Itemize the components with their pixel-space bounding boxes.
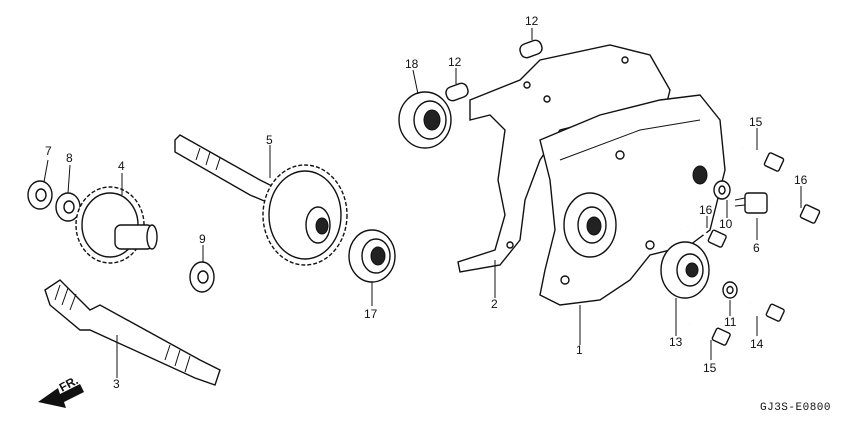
- leader-lines: [43, 28, 802, 378]
- callout-3: 3: [113, 377, 120, 391]
- diagram-code: GJ3S-E0800: [760, 402, 831, 414]
- oil-seal-13: [660, 241, 710, 299]
- washer-8: [55, 192, 81, 222]
- gasket: [457, 44, 671, 273]
- dowel-pin-12-lower: [445, 82, 469, 102]
- bearing-18: [398, 91, 452, 149]
- transmission-cover: [539, 94, 726, 306]
- callout-6: 6: [753, 241, 760, 255]
- callout-11: 11: [724, 315, 737, 329]
- drain-bolt-6: [734, 192, 768, 214]
- callout-16-left: 16: [699, 203, 713, 217]
- front-direction-arrow: FR.: [38, 373, 84, 408]
- callout-4: 4: [118, 159, 125, 173]
- shaft-gear-5: [174, 134, 348, 266]
- washer-7: [27, 180, 53, 210]
- callout-12-lower: 12: [448, 55, 462, 69]
- callout-18: 18: [405, 57, 419, 71]
- callout-17: 17: [364, 307, 378, 321]
- washer-10: [713, 180, 731, 200]
- washer-11: [722, 281, 738, 299]
- dowel-pin-12-upper: [519, 39, 543, 59]
- shaft-3: [44, 279, 221, 386]
- callout-1: 1: [576, 343, 583, 357]
- callout-15-upper: 15: [749, 115, 763, 129]
- callout-5: 5: [266, 133, 273, 147]
- callout-14: 14: [750, 337, 764, 351]
- bolt-16-right: [771, 198, 821, 224]
- bearing-17: [348, 229, 396, 283]
- callout-16-right: 16: [794, 173, 808, 187]
- callout-12-upper: 12: [525, 14, 539, 28]
- bolt-15-upper: [741, 146, 785, 172]
- washer-9: [189, 261, 215, 293]
- bolt-14: [749, 300, 785, 322]
- bolt-16-left: [687, 224, 727, 248]
- bolt-15-lower: [689, 322, 731, 346]
- gear-4: [75, 186, 158, 264]
- callout-2: 2: [491, 297, 498, 311]
- callout-15-lower: 15: [703, 361, 717, 375]
- callout-9: 9: [199, 232, 206, 246]
- callout-7: 7: [45, 144, 52, 158]
- callout-10: 10: [719, 217, 733, 231]
- callout-8: 8: [66, 151, 73, 165]
- callout-13: 13: [669, 335, 683, 349]
